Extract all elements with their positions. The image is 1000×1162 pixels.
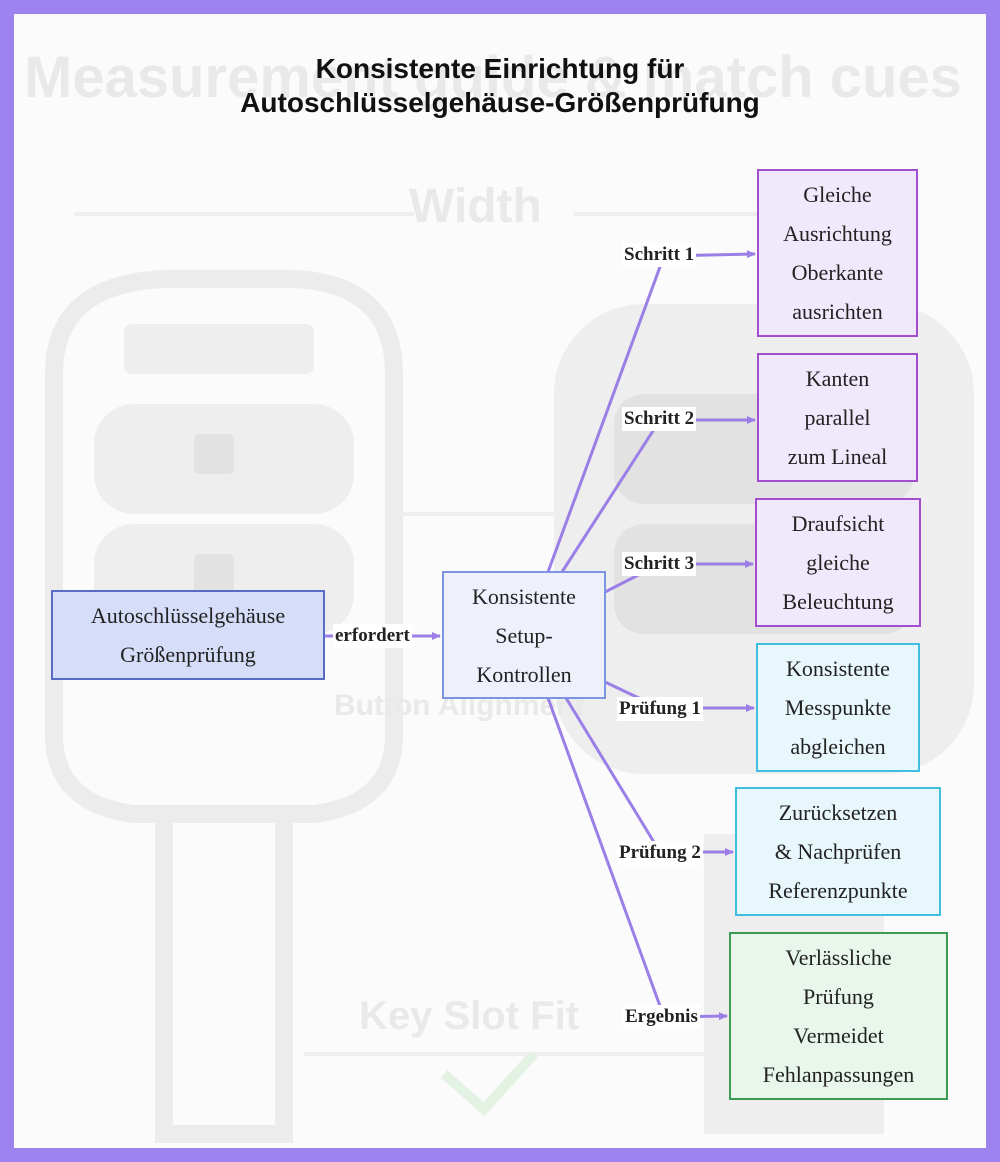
edge-label-requires: erfordert xyxy=(333,624,412,648)
node-result-reliable-check: Verlässliche Prüfung Vermeidet Fehlanpas… xyxy=(729,932,948,1100)
edge-label-check2: Prüfung 2 xyxy=(617,841,703,865)
node-step1-alignment: Gleiche Ausrichtung Oberkante ausrichten xyxy=(757,169,918,337)
edge-setup-check2 xyxy=(564,697,734,856)
node-consistent-setup-controls: Konsistente Setup- Kontrollen xyxy=(442,571,606,699)
node-root-size-check: Autoschlüsselgehäuse Größenprüfung xyxy=(51,590,325,680)
background-ghost-heading: Measurement guide & match cues xyxy=(24,45,962,110)
edge-label-result: Ergebnis xyxy=(623,1005,700,1029)
node-step3-top-view-lighting: Draufsicht gleiche Beleuchtung xyxy=(755,498,921,627)
edge-label-check1: Prüfung 1 xyxy=(617,697,703,721)
node-step2-edges-parallel: Kanten parallel zum Lineal xyxy=(757,353,918,482)
background-ghost-keyslot-label: Key Slot Fit xyxy=(359,994,580,1038)
edge-label-step2: Schritt 2 xyxy=(622,407,697,431)
edge-label-step1: Schritt 1 xyxy=(622,243,697,267)
diagram-title: Konsistente Einrichtung für Autoschlüsse… xyxy=(0,52,1000,120)
node-check2-reset-recheck: Zurücksetzen & Nachprüfen Referenzpunkte xyxy=(735,787,941,916)
title-line-1: Konsistente Einrichtung für xyxy=(315,53,685,84)
edge-setup-step2 xyxy=(560,416,756,573)
title-line-2: Autoschlüsselgehäuse-Größenprüfung xyxy=(240,87,760,118)
node-check1-measure-points: Konsistente Messpunkte abgleichen xyxy=(756,643,920,772)
background-ghost-width-label: Width xyxy=(409,180,542,233)
edge-label-step3: Schritt 3 xyxy=(622,552,697,576)
